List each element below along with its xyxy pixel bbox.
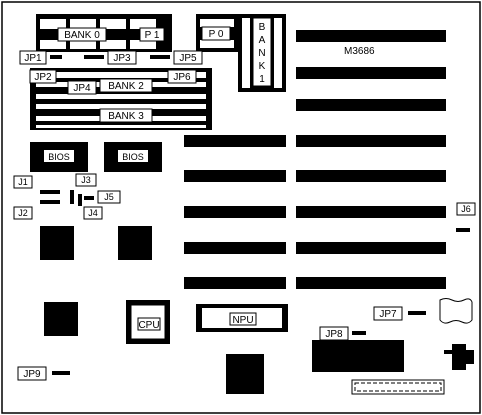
p0-label: P 0 xyxy=(209,29,224,40)
bank1-area: B A N K 1 xyxy=(238,14,286,92)
expansion-slot xyxy=(296,242,446,254)
jp7-label: JP7 xyxy=(379,309,397,320)
expansion-slot-ext xyxy=(184,206,286,218)
jp3-jumper: JP3 xyxy=(84,50,137,65)
square-chip xyxy=(118,226,152,260)
jp9-label: JP9 xyxy=(23,369,41,380)
j2-jumper: J2 xyxy=(13,200,60,220)
square-chip xyxy=(40,226,74,260)
bios-right-label: BIOS xyxy=(122,152,144,162)
bank1-letter-n: N xyxy=(258,48,265,59)
jp7-jumper: JP7 xyxy=(373,306,426,321)
bank0-area: BANK 0 P 1 xyxy=(36,14,172,52)
jp1-label: JP1 xyxy=(24,53,42,64)
bank1-letter-a: A xyxy=(259,35,266,46)
kbd-controller: KBD xyxy=(312,340,404,372)
battery-outline xyxy=(439,298,473,324)
j3-label: J3 xyxy=(81,175,91,185)
jp5-jumper: JP5 xyxy=(150,50,203,65)
j4-label: J4 xyxy=(88,208,98,218)
bank2-label: BANK 2 xyxy=(108,81,144,92)
p0-socket: P 0 xyxy=(196,14,238,52)
bios-left-label: BIOS xyxy=(48,152,70,162)
j6-jumper: J6 xyxy=(456,202,476,232)
expansion-slot xyxy=(296,170,446,182)
jp2-label: JP2 xyxy=(34,72,52,83)
j3-jumper: J3 xyxy=(70,173,97,204)
bank1-letter-b: B xyxy=(259,22,266,33)
square-chip xyxy=(226,354,264,394)
expansion-slot xyxy=(296,277,446,289)
cpu-label: CPU xyxy=(138,320,159,331)
cpu-socket: CPU xyxy=(126,300,170,344)
bank1-letter-1: 1 xyxy=(259,74,265,85)
expansion-slot-ext xyxy=(184,277,286,289)
jp1-jumper: JP1 xyxy=(19,50,62,65)
expansion-slots-right xyxy=(296,30,446,289)
j1-jumper: J1 xyxy=(13,175,60,194)
bank1-letter-k: K xyxy=(259,61,266,72)
bank3-label-box xyxy=(99,108,153,123)
expansion-slot xyxy=(296,135,446,147)
square-chip xyxy=(44,302,78,336)
bios-chip-right: BIOS xyxy=(104,142,162,172)
expansion-slot xyxy=(296,67,446,79)
npu-label: NPU xyxy=(232,315,253,326)
kbd-label: KBD xyxy=(350,351,369,361)
expansion-slot xyxy=(296,206,446,218)
bank1-label-box xyxy=(252,17,272,87)
expansion-slot-ext xyxy=(184,135,286,147)
j1-label: J1 xyxy=(18,177,28,187)
keyboard-connector xyxy=(444,344,474,370)
npu-socket: NPU xyxy=(196,304,288,332)
jp8-jumper: JP8 xyxy=(319,326,366,341)
expansion-slots-left xyxy=(184,135,286,289)
jp6-jumper: JP6 xyxy=(167,69,197,84)
j5-label: J5 xyxy=(104,192,114,202)
j6-label: J6 xyxy=(461,204,471,214)
expansion-slot xyxy=(296,99,446,111)
jp9-jumper: JP9 xyxy=(17,366,70,381)
jp4-jumper: JP4 xyxy=(67,80,97,95)
jp4-label: JP4 xyxy=(73,83,91,94)
jp6-label: JP6 xyxy=(173,72,191,83)
bios-chip-left: BIOS xyxy=(30,142,88,172)
j4-jumper: J4 xyxy=(78,194,103,220)
p1-label: P 1 xyxy=(145,30,160,41)
board-model-label: M3686 xyxy=(344,46,375,57)
jp5-label: JP5 xyxy=(179,53,197,64)
jp3-label: JP3 xyxy=(113,53,131,64)
j2-label: J2 xyxy=(18,208,28,218)
bank0-label: BANK 0 xyxy=(64,30,100,41)
expansion-slot-ext xyxy=(184,242,286,254)
p0-label-box xyxy=(201,26,231,41)
j5-jumper: J5 xyxy=(84,190,121,204)
expansion-slot xyxy=(296,30,446,42)
power-connector xyxy=(351,379,445,395)
bank2-label-box xyxy=(99,78,153,93)
p1-label-box xyxy=(139,27,165,42)
expansion-slot-ext xyxy=(184,170,286,182)
bank0-label-box xyxy=(57,27,107,42)
bank3-label: BANK 3 xyxy=(108,111,144,122)
jp8-label: JP8 xyxy=(325,329,343,340)
jp2-jumper: JP2 xyxy=(29,69,57,84)
